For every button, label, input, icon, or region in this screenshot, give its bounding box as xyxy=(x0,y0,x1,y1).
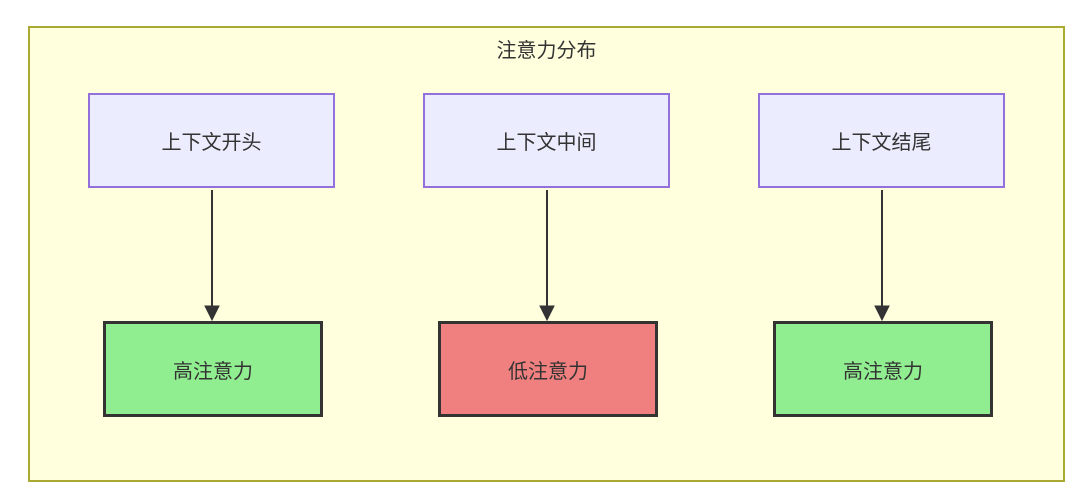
node-attention-high-2: 高注意力 xyxy=(773,321,993,417)
node-attention-low: 低注意力 xyxy=(438,321,658,417)
node-context-start: 上下文开头 xyxy=(88,93,335,188)
node-context-end: 上下文结尾 xyxy=(758,93,1005,188)
diagram-title: 注意力分布 xyxy=(496,40,597,62)
node-attention-high-1: 高注意力 xyxy=(103,321,323,417)
node-context-middle: 上下文中间 xyxy=(423,93,670,188)
